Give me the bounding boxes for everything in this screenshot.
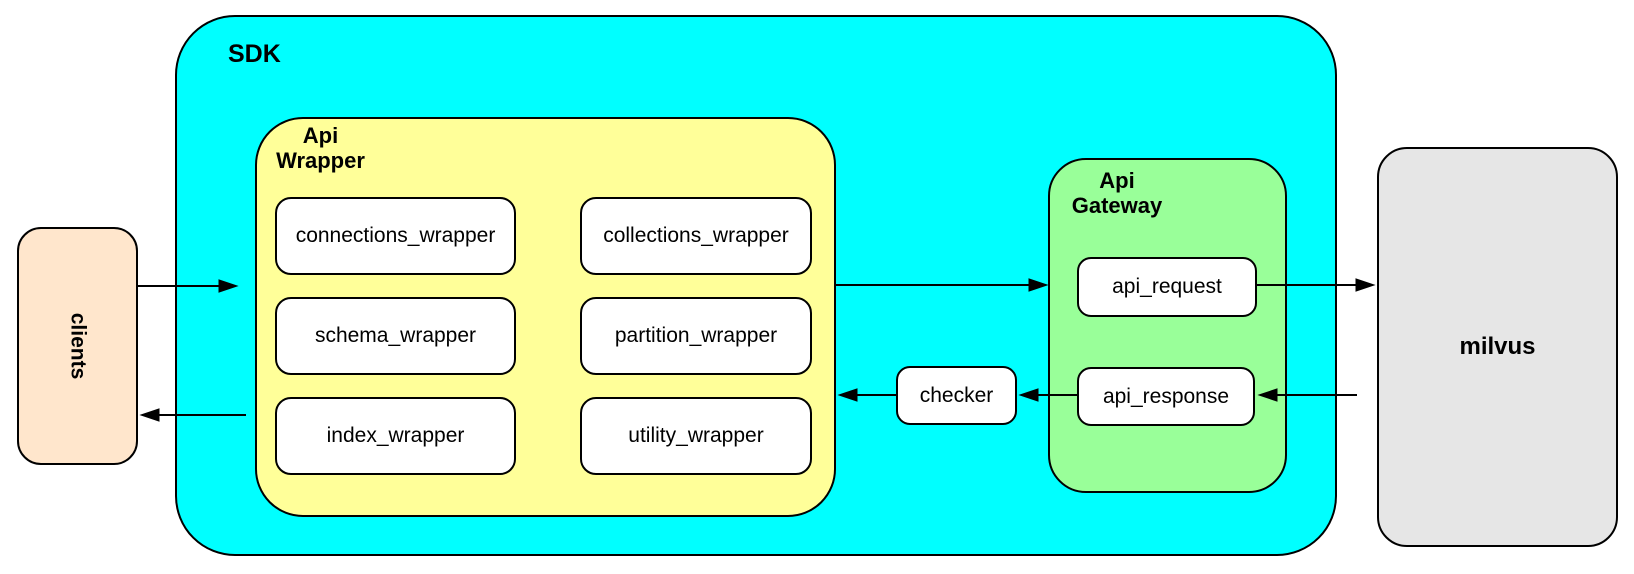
sdk-label: SDK bbox=[228, 40, 281, 68]
partition-wrapper-node: partition_wrapper bbox=[580, 297, 812, 375]
schema-wrapper-node: schema_wrapper bbox=[275, 297, 516, 375]
api-response-node: api_response bbox=[1077, 367, 1255, 426]
api-request-node: api_request bbox=[1077, 257, 1257, 317]
index-wrapper-node: index_wrapper bbox=[275, 397, 516, 475]
checker-node: checker bbox=[896, 366, 1017, 425]
utility-wrapper-node: utility_wrapper bbox=[580, 397, 812, 475]
connections-wrapper-node: connections_wrapper bbox=[275, 197, 516, 275]
clients-node: clients bbox=[17, 227, 138, 465]
api-gateway-container bbox=[1048, 158, 1287, 493]
api-wrapper-label: Api Wrapper bbox=[276, 123, 365, 174]
api-gateway-label: Api Gateway bbox=[1071, 168, 1163, 219]
milvus-node: milvus bbox=[1377, 147, 1618, 547]
collections-wrapper-node: collections_wrapper bbox=[580, 197, 812, 275]
clients-label: clients bbox=[66, 312, 90, 380]
